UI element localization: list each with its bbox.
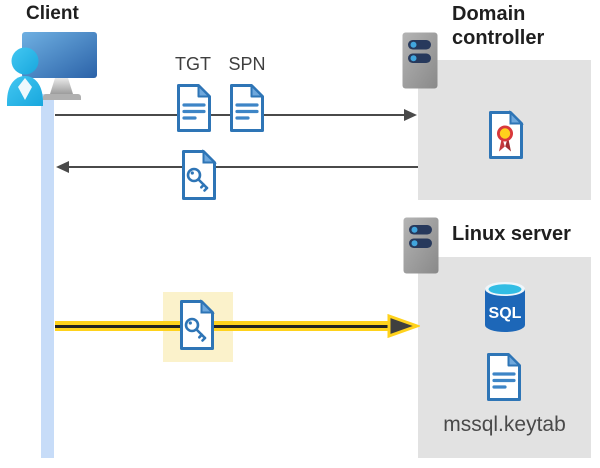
domain-controller-server-icon	[402, 32, 438, 89]
tgt-document-icon	[177, 84, 211, 132]
key-ticket-document-icon	[182, 149, 217, 200]
auth-key-ticket-document-icon	[180, 299, 215, 350]
certificate-icon	[489, 110, 524, 159]
spn-document-icon	[230, 84, 264, 132]
spn-label: SPN	[228, 54, 266, 74]
domain-controller-label: Domain controller	[452, 3, 545, 49]
auth-arrow-core-line	[55, 324, 392, 328]
keytab-filename-label: mssql.keytab	[443, 413, 566, 436]
client-label: Client	[26, 3, 79, 24]
response-arrow-head-icon	[56, 161, 69, 173]
sql-badge-text: SQL	[489, 305, 522, 322]
linux-server-label: Linux server	[452, 223, 571, 245]
linux-server-icon	[403, 217, 439, 274]
client-monitor-user-icon	[7, 32, 97, 106]
client-lifeline	[41, 94, 54, 458]
response-arrow-line	[68, 166, 418, 168]
keytab-document-icon	[487, 353, 521, 401]
auth-arrow-head-icon	[387, 314, 420, 338]
sql-database-icon: SQL	[485, 282, 525, 332]
request-arrow-head-icon	[404, 109, 417, 121]
tgt-label: TGT	[175, 54, 211, 74]
